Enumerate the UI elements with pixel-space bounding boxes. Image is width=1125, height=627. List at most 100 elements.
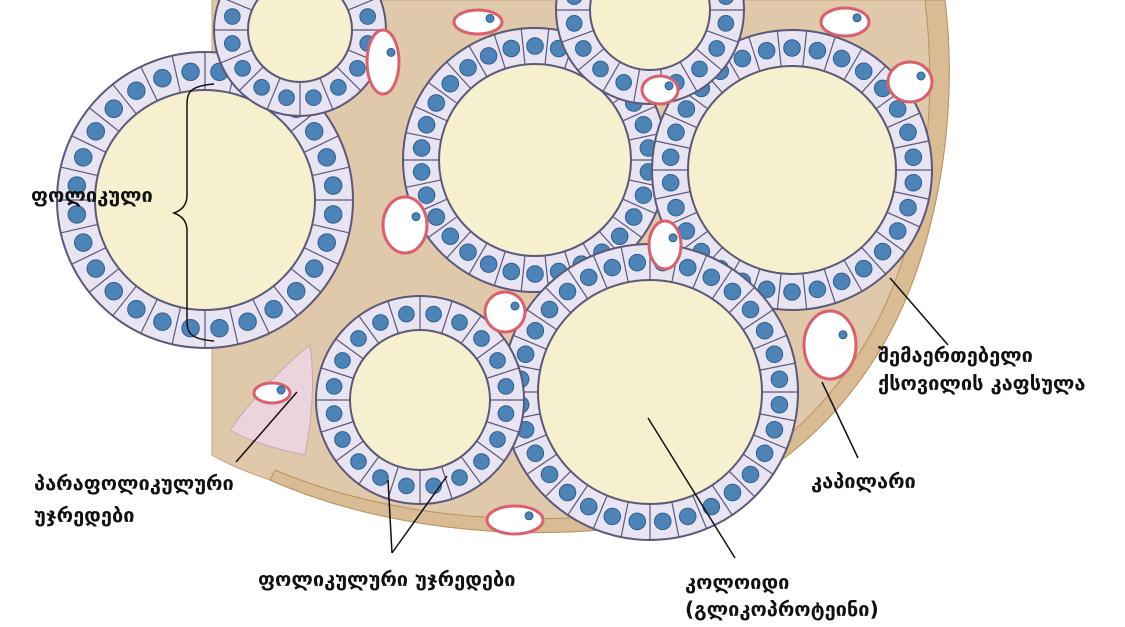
colloid [538,280,762,504]
colloid [350,330,490,470]
follicular-cell-nucleus [287,282,304,299]
follicular-cell-nucleus [734,50,751,67]
follicular-cell-nucleus [265,300,282,317]
follicular-cell-nucleus [279,90,295,106]
follicular-cell-nucleus [442,75,459,92]
follicular-cell-nucleus [324,177,341,194]
follicular-cell-nucleus [225,9,241,25]
follicular-cell-nucleus [703,269,720,286]
follicular-cell-nucleus [399,306,415,322]
follicular-cell-nucleus [575,41,591,57]
follicular-cell-nucleus [855,260,872,277]
follicular-cell-nucleus [399,478,415,494]
follicular-cell-nucleus [426,478,442,494]
follicular-cell-nucleus [87,123,104,140]
capillary [642,76,678,104]
follicular-cell-nucleus [833,50,850,67]
follicular-cell-nucleus [580,269,597,286]
follicular-cell-nucleus [254,80,270,96]
follicular-cell-nucleus [498,406,514,422]
follicular-cell-nucleus [724,484,741,501]
follicular-cell-nucleus [668,124,685,141]
follicular-cell-nucleus [604,259,621,276]
follicular-cell-nucleus [474,331,490,347]
follicular-cell-nucleus [331,80,347,96]
follicular-cell-nucleus [771,396,788,413]
colloid [439,64,631,256]
follicular-cell-nucleus [629,254,646,271]
follicular-cell-nucleus [604,508,621,525]
follicular-cell-nucleus [318,234,335,251]
follicular-cell-nucleus [635,187,652,204]
follicular-cell-nucleus [517,346,534,363]
capsule-label-line-1: შემაერთებელი [878,342,1033,368]
follicular-cell-nucleus [74,234,91,251]
follicular-cell-nucleus [480,256,497,273]
follicular-cell-nucleus [635,116,652,133]
follicular-cell-nucleus [373,470,389,486]
follicular-cell-nucleus [889,101,906,118]
follicular-cell-nucleus [324,206,341,223]
follicular-cell-nucleus [580,498,597,515]
follicular-cell-nucleus [360,9,376,25]
follicular-cell-nucleus [527,266,544,283]
follicular-cell-nucleus [318,149,335,166]
follicular-cell-nucleus [629,513,646,530]
follicular-cell-nucleus [182,319,199,336]
follicular-cell-nucleus [833,273,850,290]
follicular-cell-nucleus [418,116,435,133]
follicular-cell-nucleus [766,346,783,363]
follicular-cell-nucleus [662,174,679,191]
follicular-cell-nucleus [718,16,734,32]
follicular-cell-nucleus [771,371,788,388]
follicular-cell-nucleus [668,199,685,216]
follicular-cell-nucleus [766,421,783,438]
parafollicular-label-line-1: პარაფოლიკულური [34,470,234,496]
follicular-cell-nucleus [474,454,490,470]
follicular-cell-nucleus [326,406,342,422]
capillary [821,8,869,36]
follicular-cell-nucleus [662,149,679,166]
follicular-cell-nucleus [426,306,442,322]
capillary [649,221,681,269]
follicular-cell-nucleus [541,466,558,483]
follicular-cell-nucleus [874,243,891,260]
follicular-cell-nucleus [503,263,520,280]
follicle-label: ფოლიკული [31,182,153,208]
capillary [487,506,543,534]
follicular-cell-nucleus [566,16,582,32]
follicular-cell-nucleus [679,508,696,525]
follicular-cell-nucleus [490,432,506,448]
follicular-cell-nucleus [335,353,351,369]
follicular-cell-nucleus [428,95,445,112]
follicular-cell-nucleus [498,379,514,395]
follicular-cell-nucleus [527,322,544,339]
follicular-cell-nucleus [128,82,145,99]
follicular-cell-nucleus [758,42,775,59]
follicular-cell-nucleus [855,63,872,80]
follicular-cell-nucleus [373,315,389,331]
follicular-cell-nucleus [350,61,366,77]
follicular-cell-nucleus [709,41,725,57]
follicular-cell-nucleus [154,69,171,86]
follicular-cell-nucleus [611,228,628,245]
follicular-cell-nucleus [905,174,922,191]
follicular-cell-nucleus [460,244,477,261]
follicular-cell-nucleus [678,101,695,118]
follicular-cell-nucleus [428,209,445,226]
follicular-cell-nucleus [105,100,122,117]
follicular-cell-nucleus [335,432,351,448]
follicular-cells-label: ფოლიკულური უჯრედები [258,566,516,592]
follicular-cell-nucleus [784,284,801,301]
follicular-cell-nucleus [905,149,922,166]
follicular-cell-nucleus [541,301,558,318]
follicular-cell-nucleus [654,513,671,530]
follicular-cell-nucleus [351,454,367,470]
follicular-cell-nucleus [756,445,773,462]
follicular-cell-nucleus [460,59,477,76]
follicular-cell-nucleus [182,63,199,80]
follicular-cell-nucleus [211,319,228,336]
follicular-cell-nucleus [74,149,91,166]
